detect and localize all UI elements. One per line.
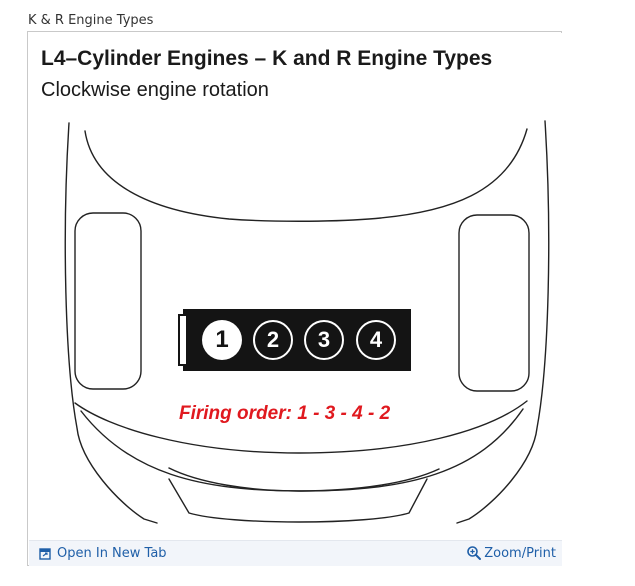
open-in-new-tab-label: Open In New Tab (57, 546, 167, 561)
zoom-print-label: Zoom/Print (484, 545, 556, 561)
zoom-print-link[interactable]: Zoom/Print (466, 545, 556, 561)
diagram-subtitle: Clockwise engine rotation (41, 79, 269, 101)
open-tab-icon (39, 547, 51, 560)
cylinder-3: 3 (304, 320, 344, 360)
open-in-new-tab-link[interactable]: Open In New Tab (39, 546, 167, 561)
cylinder-3-label: 3 (317, 327, 331, 352)
left-fender-panel (74, 212, 142, 390)
hood-left-edge (64, 122, 158, 524)
grille-line (168, 467, 440, 492)
engine-diagram: L4–Cylinder Engines – K and R Engine Typ… (29, 33, 562, 540)
diagram-frame: L4–Cylinder Engines – K and R Engine Typ… (27, 31, 562, 566)
cylinder-2: 2 (253, 320, 293, 360)
cylinder-4-label: 4 (369, 327, 383, 352)
zoom-in-icon (466, 545, 482, 561)
right-fender-panel (458, 214, 530, 392)
car-outline-drawing (64, 120, 550, 524)
cylinder-1: 1 (202, 320, 242, 360)
diagram-footer: Open In New Tab Zoom/Print (29, 540, 562, 566)
image-caption: K & R Engine Types (28, 13, 154, 28)
cylinder-1-label: 1 (215, 326, 229, 353)
firing-order-label: Firing order: 1 - 3 - 4 - 2 (179, 403, 391, 424)
hood-right-edge (456, 120, 550, 524)
cylinder-4: 4 (356, 320, 396, 360)
bumper-outer (74, 400, 528, 454)
front-lip (168, 478, 428, 523)
diagram-title: L4–Cylinder Engines – K and R Engine Typ… (41, 47, 493, 70)
cylinder-2-label: 2 (266, 327, 280, 352)
cowl-curve (84, 128, 528, 222)
